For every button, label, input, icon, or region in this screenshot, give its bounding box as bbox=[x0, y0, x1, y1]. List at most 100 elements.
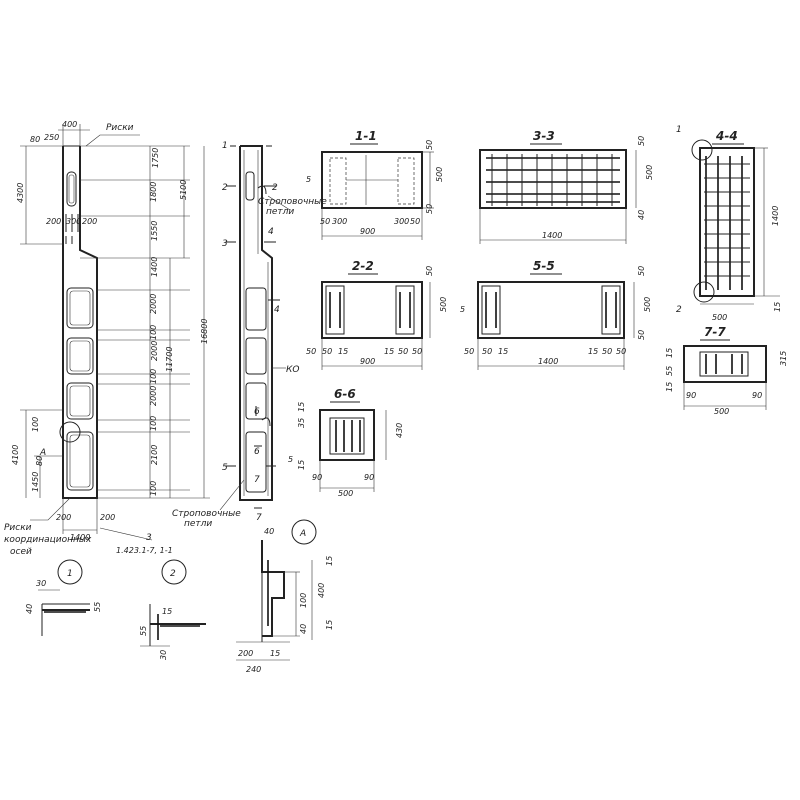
s22-d50-c: 50 bbox=[398, 347, 408, 356]
cut-2-right: 2 bbox=[272, 183, 278, 193]
s55-width: 1400 bbox=[538, 357, 558, 366]
s11-width: 900 bbox=[360, 227, 375, 236]
riski-label-top: Риски bbox=[106, 123, 134, 133]
s33-height: 500 bbox=[645, 165, 654, 180]
dim-200-c: 200 bbox=[56, 513, 71, 522]
detail-1: 1 30 40 55 bbox=[25, 559, 102, 636]
ref-number: 3 bbox=[146, 533, 152, 543]
detail-a-d40-a: 40 bbox=[264, 527, 274, 536]
petli-label-1: петли bbox=[266, 207, 294, 217]
detail-1-d55: 55 bbox=[93, 602, 102, 612]
dim-100-a: 100 bbox=[149, 325, 158, 340]
dim-1400-bottom: 1400 bbox=[70, 533, 90, 542]
dim-5100: 5100 bbox=[179, 180, 188, 200]
cut-7-a: 7 bbox=[254, 475, 260, 485]
s22-d50-d: 50 bbox=[412, 347, 422, 356]
detail-a-d240: 240 bbox=[246, 665, 261, 674]
cut-2-left: 2 bbox=[222, 183, 228, 193]
dim-100-c: 100 bbox=[149, 416, 158, 431]
detail-a-d15-c: 15 bbox=[270, 649, 280, 658]
detail-a-d15-a: 15 bbox=[325, 556, 334, 566]
dim-1550: 1550 bbox=[150, 221, 159, 241]
section-7-7-title: 7-7 bbox=[704, 325, 726, 339]
section-2-2-title: 2-2 bbox=[352, 259, 374, 273]
cut-1-top: 1 bbox=[222, 141, 228, 151]
s77-width: 500 bbox=[714, 407, 729, 416]
view-callout-2: 2 bbox=[676, 305, 682, 315]
dim-200-b: 200 bbox=[82, 217, 97, 226]
s11-height: 500 bbox=[435, 167, 444, 182]
riski-label-bottom: Риски bbox=[4, 523, 32, 533]
s77-height: 315 bbox=[779, 351, 788, 366]
s77-d15-a: 15 bbox=[665, 348, 674, 358]
section-4-4-title: 4-4 bbox=[715, 129, 738, 143]
dim-80-b: 80 bbox=[35, 456, 44, 466]
section-2-2: 2-2 900 500 50 50 15 15 50 50 50 bbox=[306, 259, 448, 370]
detail-1-label: 1 bbox=[67, 569, 73, 579]
section-7-7: 7-7 500 315 90 90 15 55 15 bbox=[665, 325, 788, 416]
s11-d50-b: 50 bbox=[320, 217, 330, 226]
s44-height: 1400 bbox=[771, 206, 780, 226]
s33-width: 1400 bbox=[542, 231, 562, 240]
cut-4-a: 4 bbox=[268, 227, 274, 237]
detail-1-d40: 40 bbox=[25, 604, 34, 614]
section-6-6-title: 6-6 bbox=[334, 387, 356, 401]
s55-d50-c: 50 bbox=[602, 347, 612, 356]
dim-1750: 1750 bbox=[151, 148, 160, 168]
s77-d90-a: 90 bbox=[686, 391, 696, 400]
dim-200-a: 200 bbox=[46, 217, 61, 226]
cut-4-b: 4 bbox=[274, 305, 280, 315]
section-1-1-title: 1-1 bbox=[355, 129, 377, 143]
s55-d50-e: 50 bbox=[637, 266, 646, 276]
column-front-elevation bbox=[20, 124, 210, 541]
s22-d15-a: 15 bbox=[338, 347, 348, 356]
s11-d50-d: 50 bbox=[425, 204, 434, 214]
s55-d50-d: 50 bbox=[616, 347, 626, 356]
section-5-5-title: 5-5 bbox=[533, 259, 555, 273]
s33-d50: 50 bbox=[637, 136, 646, 146]
s33-d40: 40 bbox=[637, 210, 646, 220]
detail-a-d200: 200 bbox=[238, 649, 253, 658]
s11-d50: 50 bbox=[425, 140, 434, 150]
section-6-6: 6-6 500 430 15 35 5 15 90 90 bbox=[288, 387, 404, 498]
detail-a-label: А bbox=[299, 529, 306, 539]
callout-a-circle bbox=[59, 421, 81, 443]
s77-d55: 55 bbox=[665, 366, 674, 376]
detail-2-label: 2 bbox=[170, 569, 176, 579]
s55-d15-b: 15 bbox=[588, 347, 598, 356]
s66-d15-a: 15 bbox=[297, 402, 306, 412]
s22-d50-b: 50 bbox=[322, 347, 332, 356]
dim-400: 400 bbox=[62, 120, 77, 129]
detail-1-d30: 30 bbox=[36, 579, 46, 588]
s66-d35: 35 bbox=[297, 418, 306, 428]
section-5-5: 5-5 1400 500 50 50 15 15 50 50 5 50 50 bbox=[460, 259, 652, 370]
view-callout-1: 1 bbox=[676, 125, 682, 135]
dim-2000-c: 2000 bbox=[149, 386, 158, 406]
osei-label: осей bbox=[10, 547, 32, 557]
s11-d300-b: 300 bbox=[394, 217, 409, 226]
dim-300-a: 300 bbox=[66, 217, 81, 226]
dim-100: 100 bbox=[31, 417, 40, 432]
cut-3: 3 bbox=[222, 239, 228, 249]
dim-4100: 4100 bbox=[11, 445, 20, 465]
s22-d50-a: 50 bbox=[306, 347, 316, 356]
s44-width: 500 bbox=[712, 313, 727, 322]
s77-d15-b: 15 bbox=[665, 382, 674, 392]
s66-d90-b: 90 bbox=[364, 473, 374, 482]
koordinats-label: координационных bbox=[4, 535, 92, 545]
callout-a-label: А bbox=[39, 448, 46, 458]
detail-2-d30: 30 bbox=[159, 650, 168, 660]
detail-a-d400: 400 bbox=[317, 583, 326, 598]
dim-1400-r: 1400 bbox=[150, 257, 159, 277]
dim-2000-b: 2000 bbox=[150, 341, 159, 361]
dim-80-top: 80 bbox=[30, 135, 40, 144]
detail-2-d15: 15 bbox=[162, 607, 172, 616]
dim-100-d: 100 bbox=[149, 481, 158, 496]
detail-a-d40-b: 40 bbox=[299, 624, 308, 634]
cut-6-a: 6 bbox=[254, 407, 260, 417]
s22-d15-b: 15 bbox=[384, 347, 394, 356]
column-side-elevation bbox=[219, 145, 291, 511]
s11-d5: 5 bbox=[306, 175, 311, 184]
s66-d90-a: 90 bbox=[312, 473, 322, 482]
